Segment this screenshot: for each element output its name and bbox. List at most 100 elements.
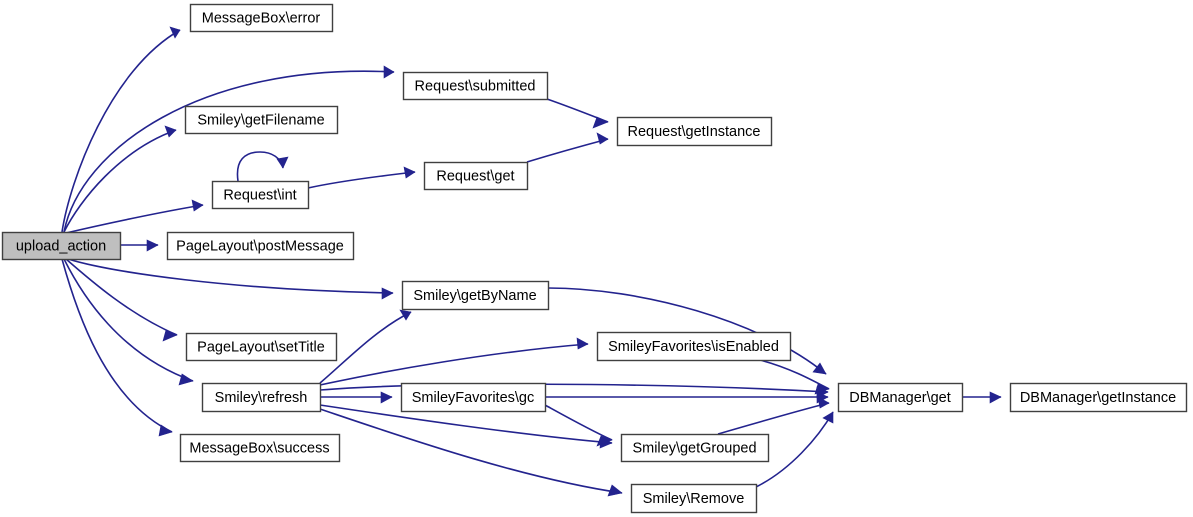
graph-node-pagelayout_settitle[interactable]: PageLayout\setTitle [185, 332, 338, 362]
node-box[interactable] [179, 433, 341, 463]
node-box[interactable] [201, 382, 322, 413]
call-edge-smiley_refresh-to-smileyfavorites_gc [320, 391, 393, 404]
arrowhead-icon [576, 337, 589, 350]
edge-line [63, 258, 194, 382]
node-label: Smiley\getFilename [197, 112, 324, 128]
node-label: DBManager\getInstance [1020, 390, 1176, 406]
node-box[interactable] [1, 231, 122, 261]
edge-line [547, 287, 827, 375]
call-edge-upload_action-to-pagelayout_settitle [65, 258, 178, 342]
graph-node-request_getinstance[interactable]: Request\getInstance [616, 116, 773, 147]
edge-line [63, 129, 177, 233]
graph-node-smiley_getgrouped[interactable]: Smiley\getGrouped [620, 433, 770, 463]
call-edge-upload_action-to-smiley_getbyname [67, 258, 394, 300]
arrowhead-icon [380, 391, 393, 404]
call-edge-upload_action-to-smiley_getfilename [63, 125, 177, 233]
node-label: DBManager\get [849, 390, 951, 406]
node-box[interactable] [402, 71, 549, 101]
arrowhead-icon [403, 166, 416, 179]
arrowhead-icon [191, 199, 204, 212]
graph-node-dbmanager_getinstance[interactable]: DBManager\getInstance [1009, 382, 1188, 413]
arrowhead-icon [592, 116, 609, 129]
call-edge-smiley_remove-to-dbmanager_get [755, 411, 834, 488]
arrowhead-icon [158, 424, 173, 437]
graph-node-smileyfavorites_gc[interactable]: SmileyFavorites\gc [400, 382, 547, 413]
graph-node-smiley_getfilename[interactable]: Smiley\getFilename [184, 105, 339, 135]
graph-node-smiley_refresh[interactable]: Smiley\refresh [201, 382, 322, 413]
graph-node-request_int[interactable]: Request\int [211, 180, 310, 210]
call-edge-smileyfavorites_isenabled-to-dbmanager_get [759, 359, 830, 395]
node-box[interactable] [630, 483, 758, 514]
call-edge-smileyfavorites_gc-to-smiley_getgrouped [544, 404, 613, 447]
node-box[interactable] [423, 161, 529, 191]
arrowhead-icon [596, 132, 609, 145]
node-label: Request\submitted [415, 78, 536, 94]
edge-line [65, 258, 178, 336]
call-edge-request_get-to-request_getinstance [526, 132, 609, 163]
graph-node-messagebox_success[interactable]: MessageBox\success [179, 433, 341, 463]
graph-node-upload_action[interactable]: upload_action [1, 231, 122, 261]
graph-node-pagelayout_postmessage[interactable]: PageLayout\postMessage [166, 231, 355, 261]
call-edge-smiley_refresh-to-smiley_getbyname [319, 309, 412, 384]
call-edge-upload_action-to-request_submitted [63, 65, 395, 233]
edge-line [63, 70, 395, 233]
arrowhead-icon [399, 309, 412, 321]
edge-line [319, 383, 829, 393]
edge-line [544, 404, 613, 441]
arrowhead-icon [276, 156, 289, 169]
node-box[interactable] [1009, 382, 1188, 413]
graph-node-smiley_getbyname[interactable]: Smiley\getByName [401, 280, 550, 311]
graph-node-request_get[interactable]: Request\get [423, 161, 529, 191]
call-edge-upload_action-to-request_int [65, 199, 204, 234]
arrowhead-icon [169, 26, 181, 39]
node-box[interactable] [189, 3, 334, 33]
arrowhead-icon [162, 329, 178, 342]
call-edge-request_int-to-request_int [236, 151, 289, 182]
call-edge-smiley_refresh-to-smiley_remove [319, 408, 623, 497]
graph-node-messagebox_error[interactable]: MessageBox\error [189, 3, 334, 33]
call-edge-upload_action-to-pagelayout_postmessage [120, 239, 159, 252]
node-label: PageLayout\setTitle [197, 339, 325, 355]
node-box[interactable] [185, 332, 338, 362]
call-edge-upload_action-to-smiley_refresh [63, 258, 194, 386]
node-box[interactable] [620, 433, 770, 463]
edge-line [759, 359, 830, 390]
graph-node-dbmanager_get[interactable]: DBManager\get [837, 382, 964, 413]
node-label: Request\getInstance [627, 124, 760, 140]
node-label: Request\get [436, 168, 514, 184]
node-box[interactable] [400, 382, 547, 413]
edge-line [67, 258, 394, 294]
graph-node-smileyfavorites_isenabled[interactable]: SmileyFavorites\isEnabled [596, 331, 792, 362]
call-edge-smiley_getbyname-to-dbmanager_get [547, 287, 827, 375]
node-label: upload_action [16, 238, 106, 254]
edge-line [65, 204, 204, 234]
graph-node-request_submitted[interactable]: Request\submitted [402, 71, 549, 101]
node-label: SmileyFavorites\isEnabled [608, 339, 779, 355]
edge-line [61, 29, 181, 233]
node-box[interactable] [616, 116, 773, 147]
call-edge-upload_action-to-messagebox_success [61, 258, 173, 437]
node-box[interactable] [184, 105, 339, 135]
node-box[interactable] [837, 382, 964, 413]
arrowhead-icon [146, 239, 159, 252]
edge-line [717, 402, 830, 435]
node-label: Smiley\getGrouped [632, 440, 756, 456]
edge-line [526, 138, 609, 163]
node-box[interactable] [401, 280, 550, 311]
node-label: Smiley\Remove [643, 491, 745, 507]
call-edge-request_submitted-to-request_getinstance [546, 98, 609, 129]
edge-line [319, 343, 589, 386]
node-box[interactable] [211, 180, 310, 210]
graph-node-smiley_remove[interactable]: Smiley\Remove [630, 483, 758, 514]
call-edge-dbmanager_get-to-dbmanager_getinstance [962, 391, 1002, 404]
node-box[interactable] [166, 231, 355, 261]
node-box[interactable] [596, 331, 792, 362]
call-edge-smiley_getgrouped-to-dbmanager_get [717, 396, 830, 435]
arrowhead-icon [383, 65, 395, 79]
node-label: MessageBox\success [189, 440, 329, 456]
arrowhead-icon [164, 125, 177, 138]
arrowhead-icon [607, 484, 623, 497]
node-label: MessageBox\error [202, 10, 321, 26]
